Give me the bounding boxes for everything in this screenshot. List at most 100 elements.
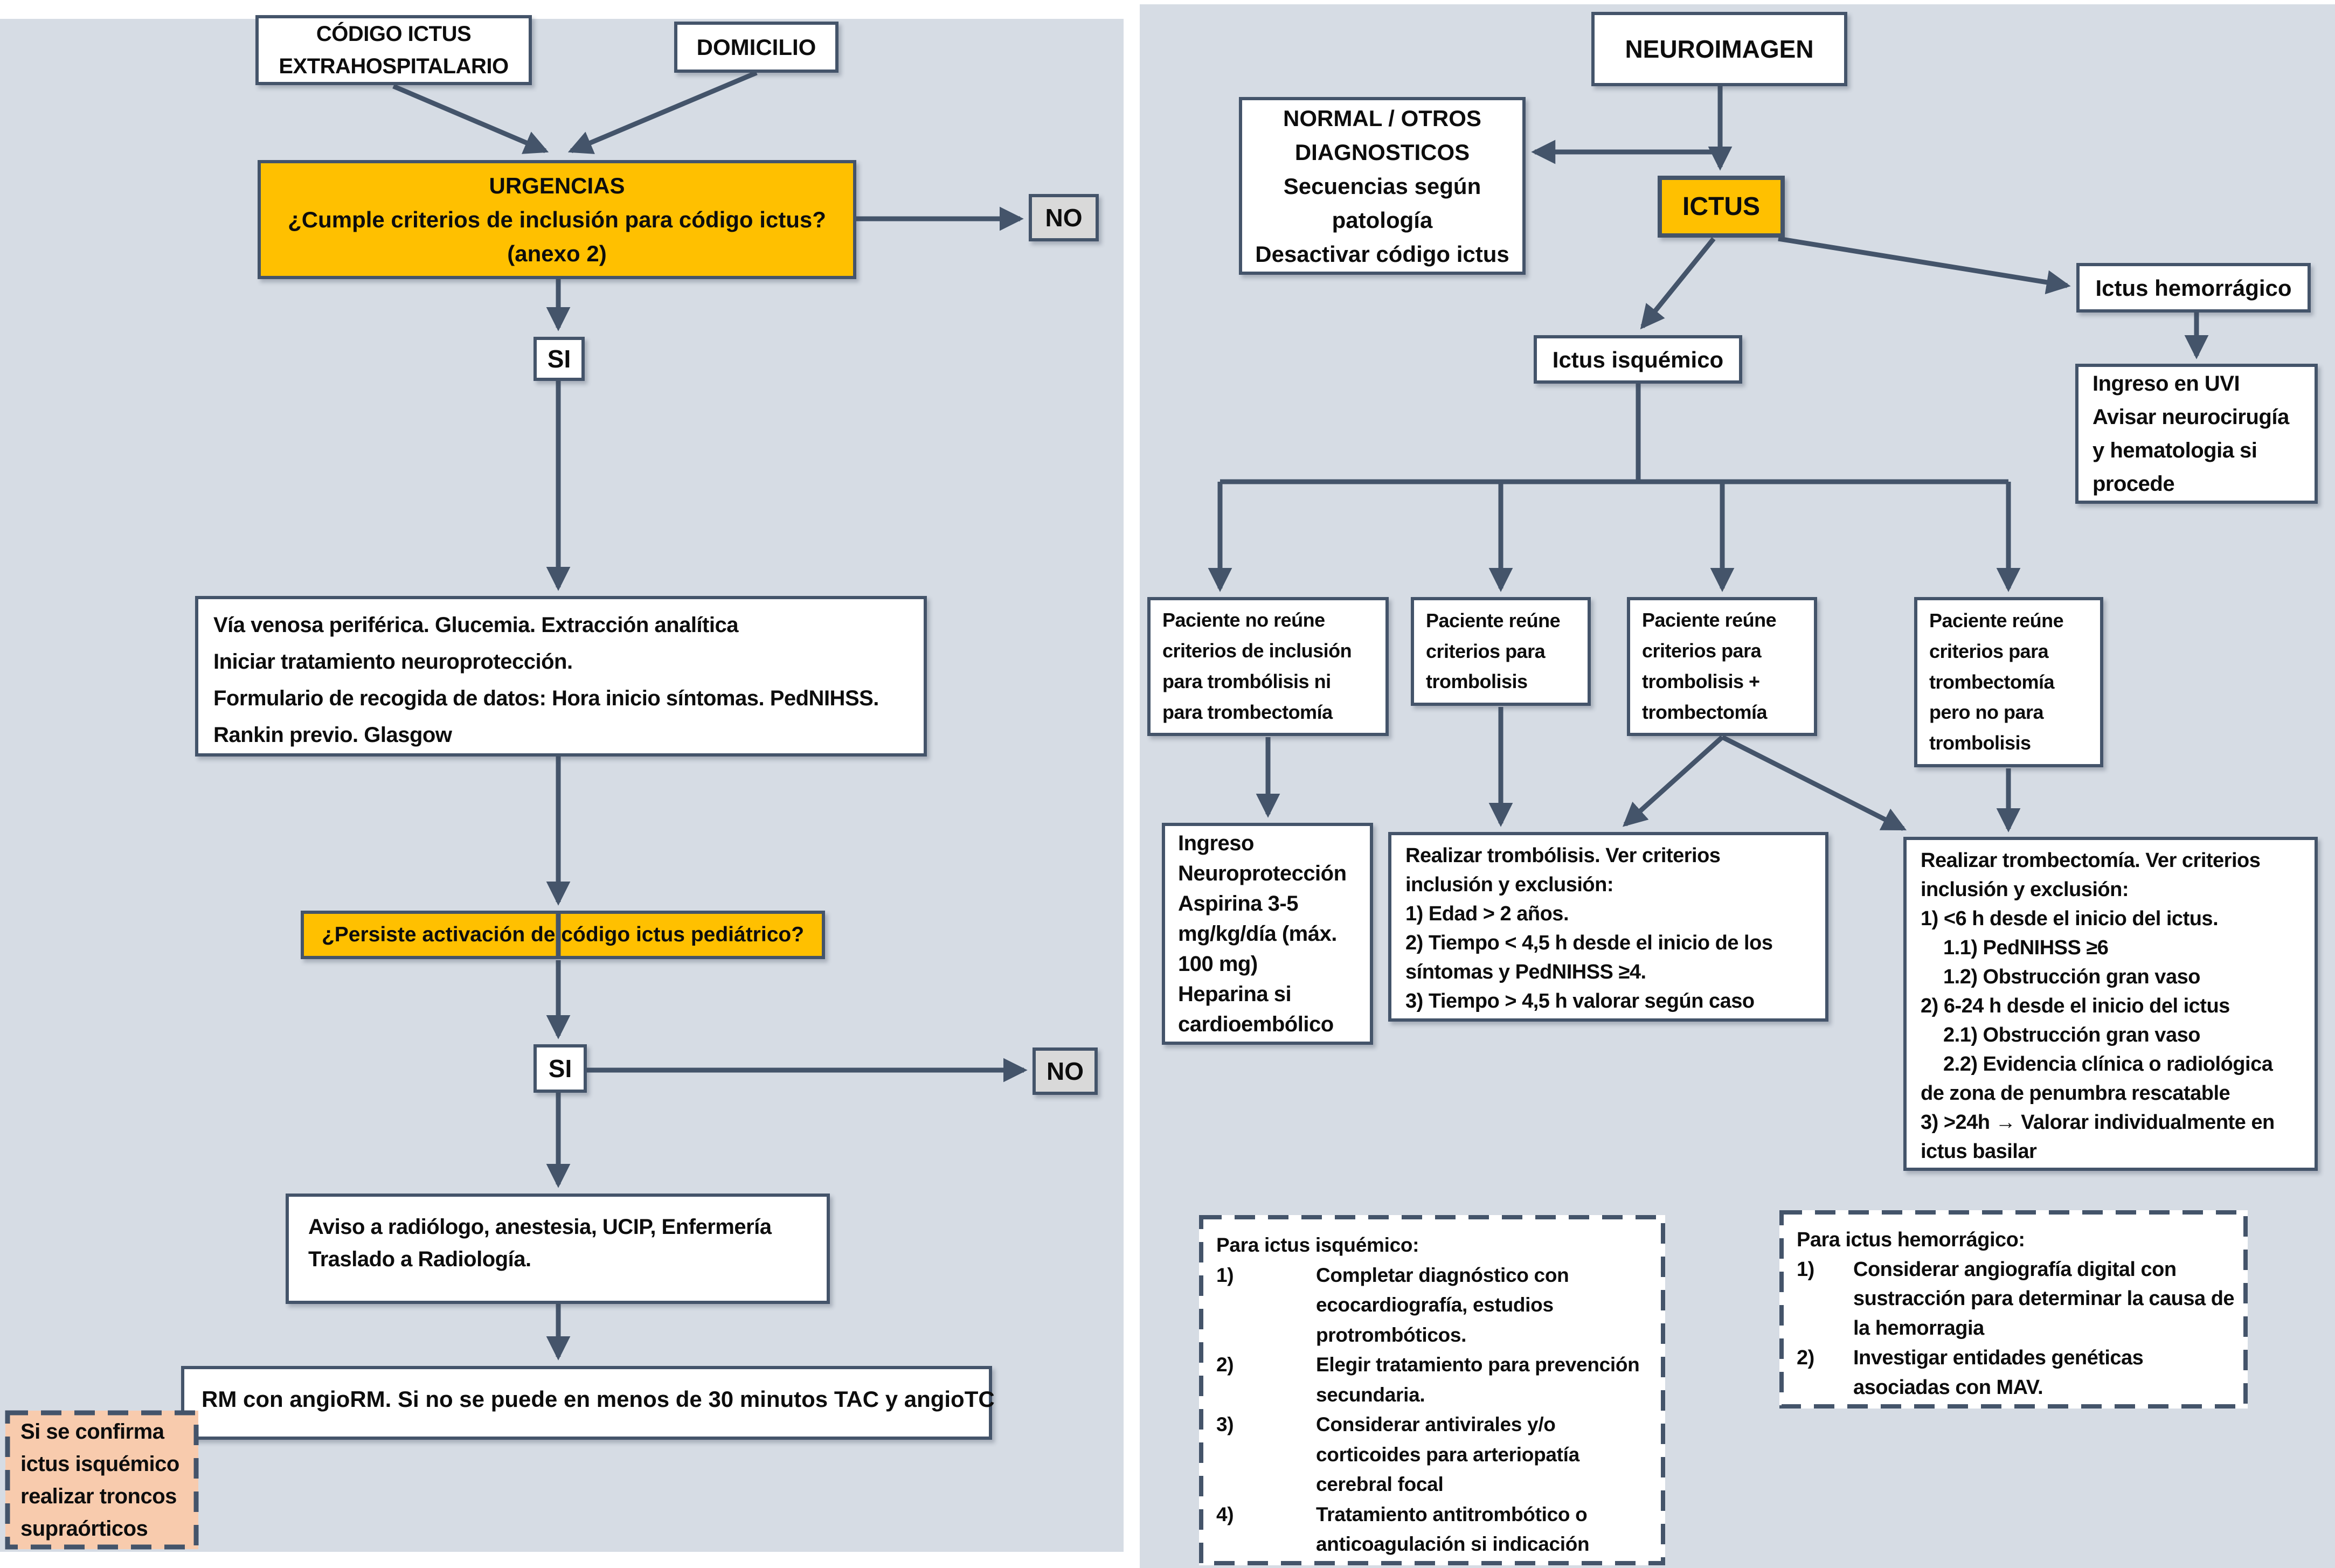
item-number: 2)	[1216, 1354, 1234, 1376]
node-text: Neuroprotección	[1178, 862, 1347, 885]
node-text: inclusión y exclusión:	[1405, 873, 1613, 896]
node-text: Ingreso	[1178, 831, 1254, 855]
node-text: criterios para	[1642, 640, 1762, 662]
node-text: ¿Cumple criterios de inclusión para códi…	[288, 207, 826, 232]
note-para-ictus-hemorragico: Para ictus hemorrágico: 1) Considerar an…	[1779, 1210, 2248, 1409]
node-text: trombolisis +	[1642, 670, 1760, 692]
node-persiste-decision: ¿Persiste activación de código ictus ped…	[301, 911, 825, 959]
node-text: DOMICILIO	[696, 34, 816, 60]
node-text: Aviso a radiólogo, anestesia, UCIP, Enfe…	[308, 1215, 772, 1239]
node-text: pero no para	[1929, 701, 2044, 724]
node-text: Paciente no reúne	[1162, 609, 1325, 632]
node-text: y hematologia si	[2093, 439, 2257, 462]
node-text: síntomas y PedNIHSS ≥4.	[1405, 960, 1646, 983]
node-text: de zona de penumbra rescatable	[1921, 1081, 2230, 1105]
note-item: 3) Considerar antivirales y/o corticoide…	[1216, 1410, 1654, 1500]
item-text: Considerar angiografía digital con sustr…	[1853, 1258, 2235, 1340]
node-normal-otros-diagnosticos: NORMAL / OTROS DIAGNOSTICOS Secuencias s…	[1239, 97, 1526, 275]
node-realizar-trombolisis: Realizar trombólisis. Ver criterios incl…	[1388, 832, 1828, 1022]
node-confirma-troncos-note: Si se confirma ictus isquémico realizar …	[5, 1411, 198, 1549]
node-text: supraórticos	[20, 1516, 148, 1541]
node-text: DIAGNOSTICOS	[1294, 139, 1470, 165]
node-text: NO	[1047, 1057, 1084, 1085]
node-text: 1.2) Obstrucción gran vaso	[1943, 965, 2200, 988]
item-text: Tratamiento antitrombótico o anticoagula…	[1316, 1503, 1590, 1556]
node-text: Paciente reúne	[1426, 609, 1561, 632]
node-text: ¿Persiste activación de código ictus ped…	[321, 923, 805, 946]
node-text: trombolisis	[1929, 732, 2031, 754]
node-text: 1) <6 h desde el inicio del ictus.	[1921, 907, 2219, 930]
node-text: ictus isquémico	[20, 1452, 179, 1476]
node-text: criterios para	[1426, 640, 1546, 662]
node-text: Ingreso en UVI	[2093, 372, 2240, 396]
node-codigo-ictus-extrahospitalario: CÓDIGO ICTUS EXTRAHOSPITALARIO	[255, 15, 532, 85]
node-ictus-isquemico: Ictus isquémico	[1534, 335, 1742, 384]
node-text: 3) Tiempo > 4,5 h valorar según caso	[1405, 989, 1755, 1012]
node-text: Vía venosa periférica. Glucemia. Extracc…	[213, 613, 738, 637]
node-no-2: NO	[1033, 1047, 1098, 1095]
node-text: Realizar trombectomía. Ver criterios	[1921, 849, 2261, 872]
node-text: (anexo 2)	[507, 241, 607, 266]
node-text: NEUROIMAGEN	[1625, 34, 1814, 63]
node-text: criterios de inclusión	[1162, 640, 1352, 662]
node-text: 2.1) Obstrucción gran vaso	[1943, 1023, 2200, 1046]
node-text: 1.1) PedNIHSS ≥6	[1943, 936, 2109, 959]
item-text: Investigar entidades genéticas asociadas…	[1853, 1346, 2144, 1399]
node-realizar-trombectomia: Realizar trombectomía. Ver criterios inc…	[1903, 837, 2318, 1171]
node-text: trombectomía	[1929, 670, 2055, 693]
item-number: 4)	[1216, 1503, 1234, 1525]
note-item: 1) Considerar angiografía digital con su…	[1797, 1255, 2237, 1343]
node-text: Ictus hemorrágico	[2095, 275, 2292, 301]
node-text: Paciente reúne	[1642, 609, 1777, 632]
node-text: Avisar neurocirugía	[2093, 405, 2289, 429]
item-number: 1)	[1797, 1258, 1814, 1281]
node-domicilio: DOMICILIO	[674, 22, 839, 73]
node-paciente-trombolisis-trombectomia: Paciente reúne criterios para trombolisi…	[1627, 597, 1817, 736]
node-no-1: NO	[1029, 194, 1099, 241]
note-item: 2) Investigar entidades genéticas asocia…	[1797, 1343, 2237, 1402]
note-title: Para ictus isquémico:	[1216, 1234, 1419, 1256]
node-text: SI	[547, 344, 571, 373]
node-text: trombectomía	[1642, 700, 1768, 723]
node-text: Ictus isquémico	[1552, 346, 1724, 372]
node-si-2: SI	[533, 1044, 587, 1093]
node-text: patología	[1332, 207, 1433, 233]
node-text: 1) Edad > 2 años.	[1405, 902, 1569, 925]
node-text: para trombectomía	[1162, 700, 1333, 723]
item-number: 1)	[1216, 1264, 1234, 1286]
item-text: Elegir tratamiento para prevención secun…	[1316, 1354, 1640, 1406]
node-ingreso-neuroproteccion: Ingreso Neuroprotección Aspirina 3-5 mg/…	[1162, 823, 1373, 1045]
node-text: Heparina si	[1178, 982, 1292, 1006]
node-text: criterios para	[1929, 640, 2049, 662]
node-paciente-sin-criterios: Paciente no reúne criterios de inclusión…	[1147, 597, 1389, 736]
node-text: 2.2) Evidencia clínica o radiológica	[1943, 1052, 2273, 1076]
node-text: RM con angioRM. Si no se puede en menos …	[202, 1386, 995, 1412]
note-item: 4) Tratamiento antitrombótico o anticoag…	[1216, 1500, 1654, 1559]
node-ingreso-uvi: Ingreso en UVI Avisar neurocirugía y hem…	[2075, 364, 2318, 504]
node-text: Aspirina 3-5	[1178, 892, 1298, 915]
note-item: 2) Elegir tratamiento para prevención se…	[1216, 1350, 1654, 1410]
node-text: EXTRAHOSPITALARIO	[279, 54, 509, 78]
node-rm-angiorm: RM con angioRM. Si no se puede en menos …	[181, 1366, 995, 1440]
node-text: Desactivar código ictus	[1255, 241, 1509, 267]
item-text: Completar diagnóstico con ecocardiografí…	[1316, 1264, 1569, 1346]
node-text: Formulario de recogida de datos: Hora in…	[213, 686, 879, 710]
item-number: 3)	[1216, 1413, 1234, 1435]
node-text: 3) >24h → Valorar individualmente en	[1921, 1111, 2275, 1134]
node-text: cardioembólico	[1178, 1012, 1334, 1036]
node-text: trombolisis	[1426, 670, 1528, 693]
node-text: ictus basilar	[1921, 1140, 2037, 1163]
item-text: Considerar antivirales y/o corticoides p…	[1316, 1413, 1579, 1495]
node-text: inclusión y exclusión:	[1921, 878, 2129, 901]
node-text: Traslado a Radiología.	[308, 1247, 531, 1271]
node-text: NO	[1045, 203, 1083, 232]
node-ictus: ICTUS	[1658, 176, 1785, 238]
node-text: Secuencias según	[1283, 173, 1481, 199]
node-text: Rankin previo. Glasgow	[213, 723, 452, 747]
note-item: 1) Completar diagnóstico con ecocardiogr…	[1216, 1260, 1654, 1350]
note-para-ictus-isquemico: Para ictus isquémico: 1) Completar diagn…	[1199, 1215, 1665, 1565]
node-text: Si se confirma	[20, 1419, 164, 1444]
node-text: URGENCIAS	[489, 173, 625, 198]
item-number: 2)	[1797, 1346, 1814, 1369]
node-text: ICTUS	[1682, 192, 1760, 221]
